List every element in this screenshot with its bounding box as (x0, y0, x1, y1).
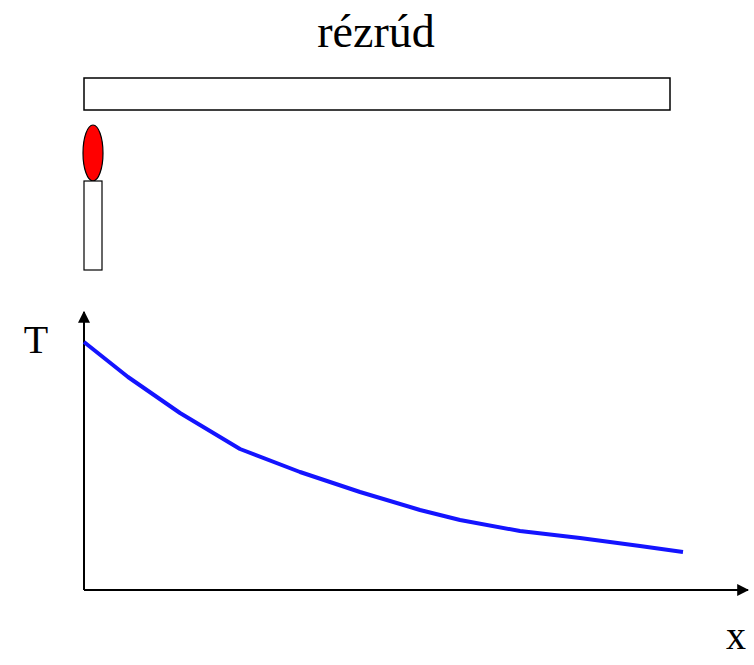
axis-label: x (726, 616, 746, 656)
rod-label: rézrúd (317, 9, 434, 55)
candle-flame (83, 125, 103, 181)
axis-label: T (24, 320, 48, 360)
candle-body (84, 181, 102, 270)
temperature-curve (84, 342, 683, 552)
copper-rod (84, 78, 670, 110)
position-axis (84, 589, 748, 591)
temperature-axis (83, 312, 85, 590)
